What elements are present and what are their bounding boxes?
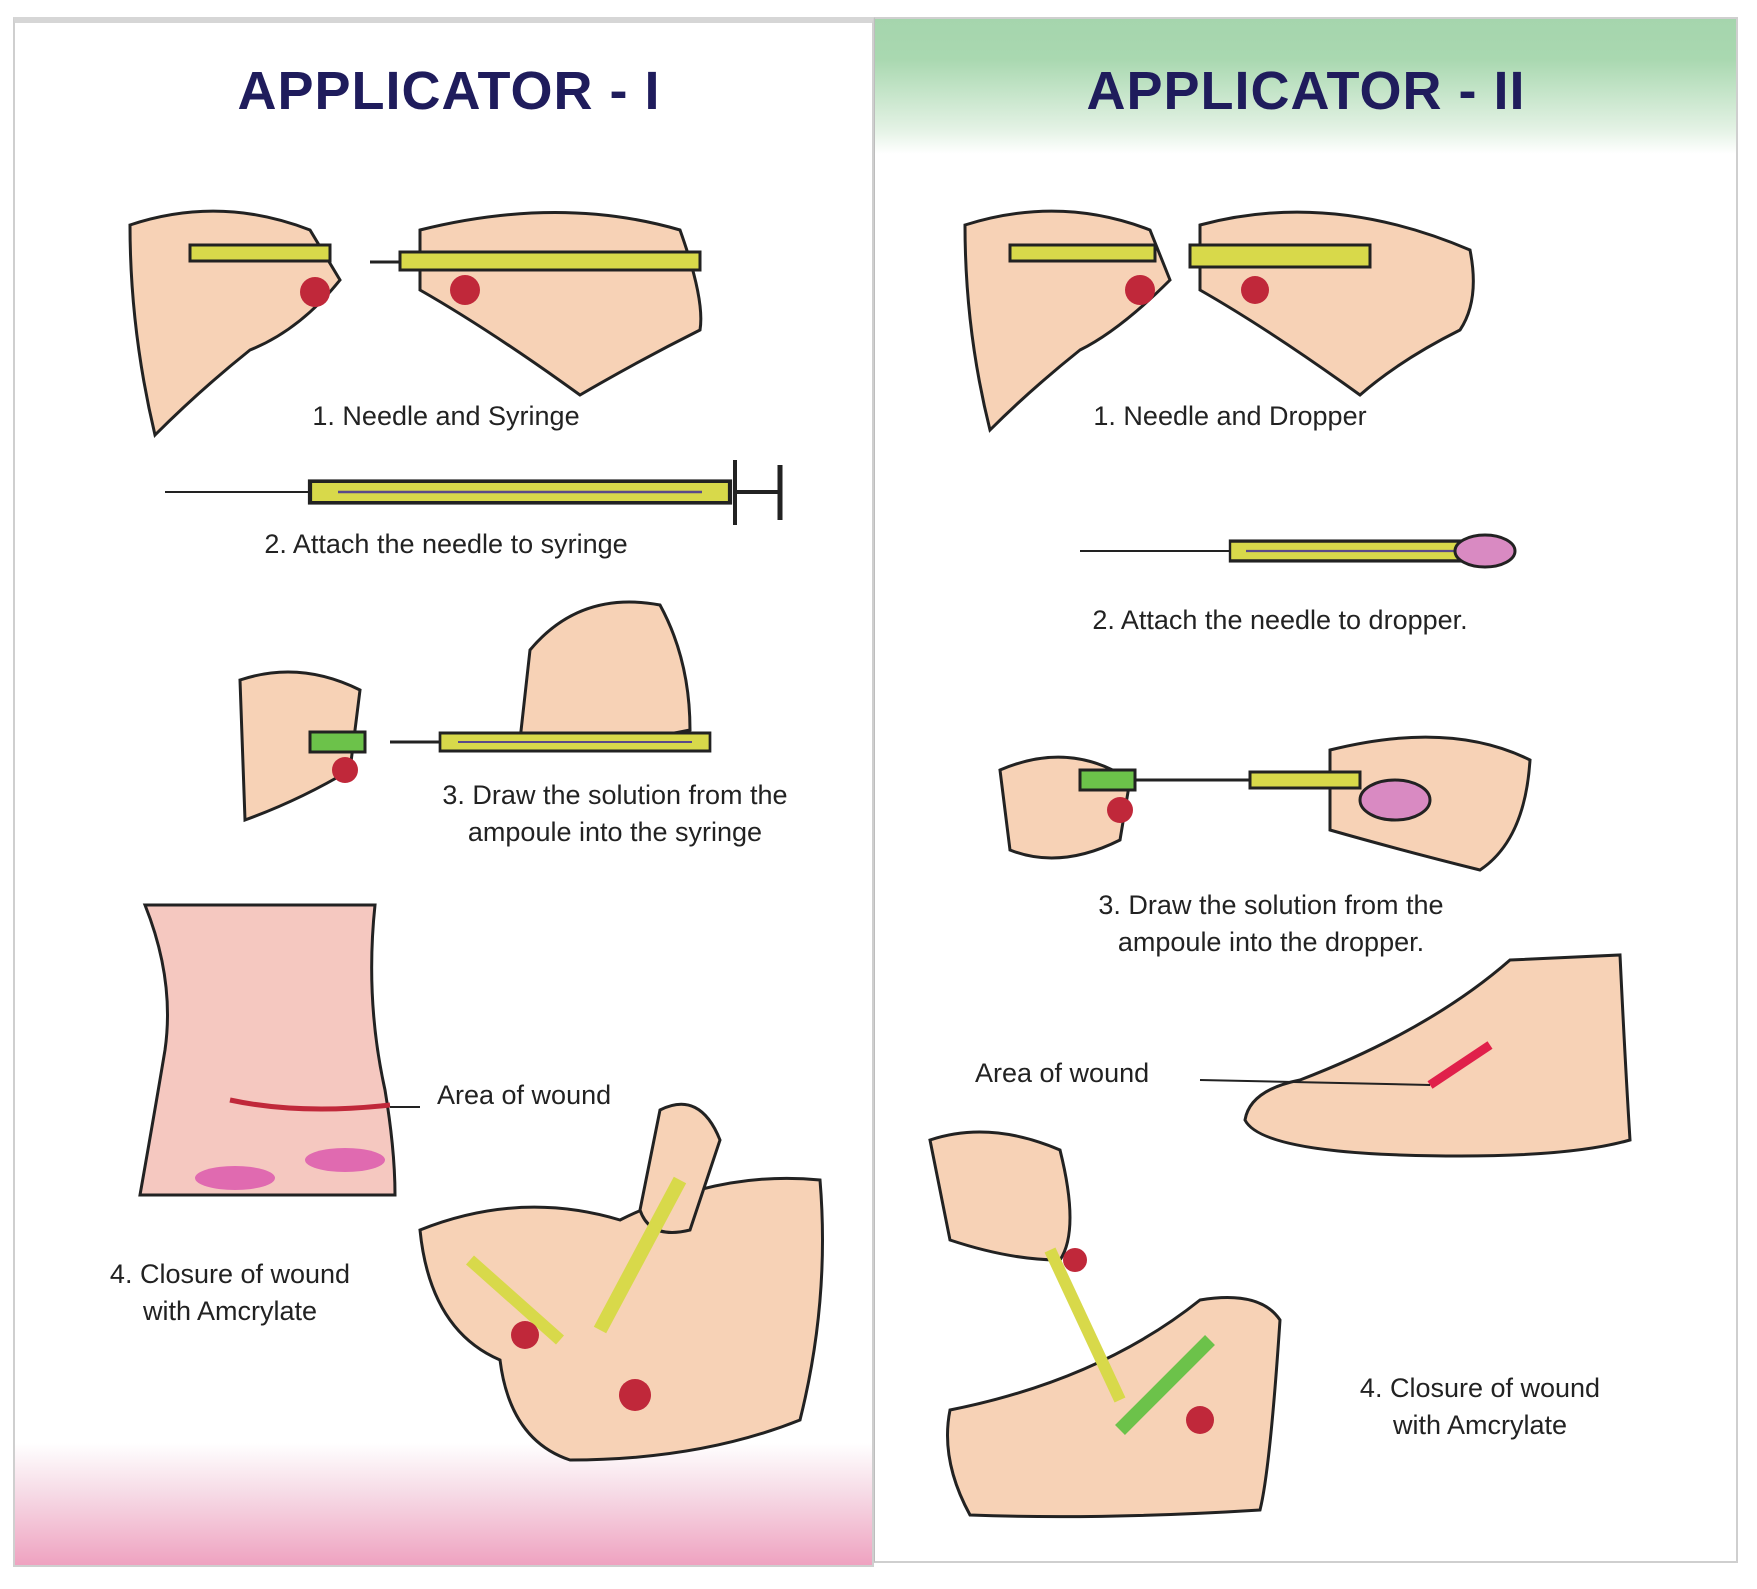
a1-step4-line2: with Amcrylate [142, 1296, 318, 1326]
a2-step3-caption: 3. Draw the solution from the ampoule in… [1098, 887, 1443, 961]
a2-step4-caption: 4. Closure of wound with Amcrylate [1360, 1370, 1600, 1444]
a2-step3-line2: ampoule into the dropper. [1117, 927, 1425, 957]
draw-solution-syringe-illustration [238, 600, 712, 823]
a1-step3-caption: 3. Draw the solution from the ampoule in… [442, 777, 787, 851]
a1-step1-caption: 1. Needle and Syringe [312, 401, 580, 431]
wound-closure-applicator-2-illustration [928, 1130, 1282, 1519]
a1-step4-caption: 4. Closure of wound with Amcrylate [110, 1256, 350, 1330]
wound-closure-applicator-1-illustration [418, 1102, 824, 1462]
a2-step2-caption: 2. Attach the needle to dropper. [1092, 605, 1468, 635]
syringe-with-needle-illustration [165, 460, 783, 525]
hands-needle-dropper-illustration [963, 209, 1475, 433]
a1-step4-line1: 4. Closure of wound [109, 1259, 351, 1289]
foot-wound-illustration [1199, 953, 1632, 1158]
a1-area-of-wound-label: Area of wound [437, 1080, 612, 1110]
draw-solution-dropper-illustration [998, 735, 1532, 872]
a2-area-of-wound-label: Area of wound [975, 1058, 1150, 1088]
hands-needle-syringe-illustration [128, 209, 703, 438]
a1-step2-caption: 2. Attach the needle to syringe [264, 529, 628, 559]
applicator-2-title: APPLICATOR - II [1086, 61, 1526, 121]
dropper-with-needle-illustration [1080, 533, 1517, 569]
abdomen-wound-illustration [138, 903, 420, 1197]
a2-step4-line2: with Amcrylate [1392, 1410, 1568, 1440]
a1-step3-line1: 3. Draw the solution from the [442, 780, 788, 810]
applicator-1-title: APPLICATOR - I [237, 61, 661, 121]
a1-step3-line2: ampoule into the syringe [467, 817, 763, 847]
a2-step1-caption: 1. Needle and Dropper [1093, 401, 1367, 431]
a2-step4-line1: 4. Closure of wound [1359, 1373, 1601, 1403]
a2-step3-line1: 3. Draw the solution from the [1098, 890, 1444, 920]
